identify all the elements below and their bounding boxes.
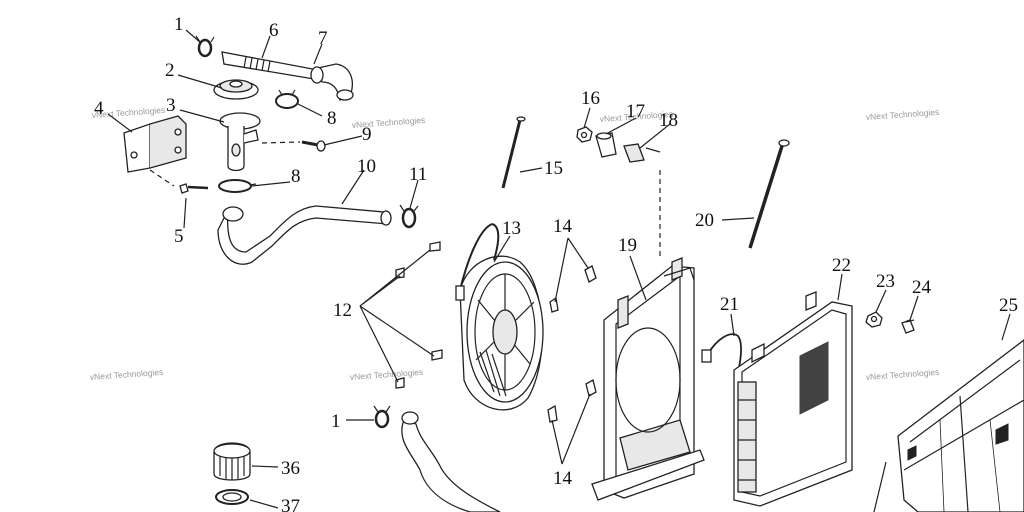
part-20-long-bolt: [748, 139, 790, 249]
part-4-bracket: [123, 115, 187, 187]
part-13-fan-assembly: [455, 223, 544, 411]
callout-6: 6: [269, 20, 279, 41]
callout-15: 15: [544, 158, 563, 179]
callout-14: 14: [553, 216, 573, 237]
lower-return-hose: [401, 411, 501, 512]
callout-3: 3: [166, 95, 176, 116]
part-12-fasteners: [395, 241, 443, 389]
callout-5: 5: [174, 226, 184, 247]
part-36-cap: [213, 442, 251, 481]
callout-10: 10: [357, 156, 376, 177]
callout-11: 11: [409, 164, 427, 185]
callout-18: 18: [659, 110, 678, 131]
part-5-bolt: [179, 183, 209, 194]
part-25-screen-panel: [873, 339, 1024, 512]
callout-8: 8: [291, 166, 301, 187]
part-14-clips: [547, 265, 597, 423]
callout-9: 9: [362, 124, 372, 145]
part-8-clamp-lower: [218, 179, 257, 193]
callout-4: 4: [94, 98, 104, 119]
callout-16: 16: [581, 88, 600, 109]
callout-20: 20: [695, 210, 714, 231]
part-17-bushing: [595, 132, 617, 158]
callout-12: 12: [333, 300, 352, 321]
part-22-radiator: [733, 291, 853, 507]
callout-36: 36: [281, 458, 300, 479]
part-11-clamp: [399, 204, 419, 229]
part-16-nut: [576, 126, 593, 143]
callout-22: 22: [832, 255, 851, 276]
part-8-clamp-upper: [275, 89, 299, 109]
part-23-nut: [865, 311, 883, 328]
callout-17: 17: [626, 101, 645, 122]
callout-19: 19: [618, 235, 637, 256]
callout-14: 14: [553, 468, 573, 489]
part-15-rod: [501, 116, 526, 189]
watermark: vNext Technologies: [865, 107, 939, 122]
watermark: vNext Technologies: [349, 367, 423, 382]
watermark: vNext Technologies: [89, 367, 163, 382]
callout-37: 37: [281, 496, 300, 512]
callout-24: 24: [912, 277, 932, 298]
callout-23: 23: [876, 271, 895, 292]
part-18-sleeve: [623, 143, 661, 163]
part-19-fan-shroud: [591, 257, 705, 501]
leader-lines: [107, 29, 1011, 509]
callout-1: 1: [174, 14, 184, 35]
part-24-bolt: [901, 319, 915, 334]
part-10-lower-hose: [217, 205, 392, 265]
callout-1: 1: [331, 411, 341, 432]
callout-21: 21: [720, 294, 739, 315]
part-3-filler-neck: [219, 112, 261, 172]
callout-8: 8: [327, 108, 337, 129]
callout-25: 25: [999, 295, 1018, 316]
part-1-hose-clamp-lower: [373, 405, 391, 429]
part-1-hose-clamp: [195, 35, 215, 58]
callout-2: 2: [165, 60, 175, 81]
callout-labels: 1 1 2 3 4 5 6 7 8 8 9 10 11 12 13 14 14 …: [94, 14, 1018, 512]
watermark: vNext Technologies: [865, 367, 939, 382]
part-9-screw: [261, 140, 326, 152]
callout-13: 13: [502, 218, 521, 239]
part-2-radiator-cap: [213, 79, 259, 100]
callout-7: 7: [318, 28, 328, 49]
part-6-7-upper-hose: [221, 51, 354, 101]
part-37-gasket: [215, 489, 249, 505]
